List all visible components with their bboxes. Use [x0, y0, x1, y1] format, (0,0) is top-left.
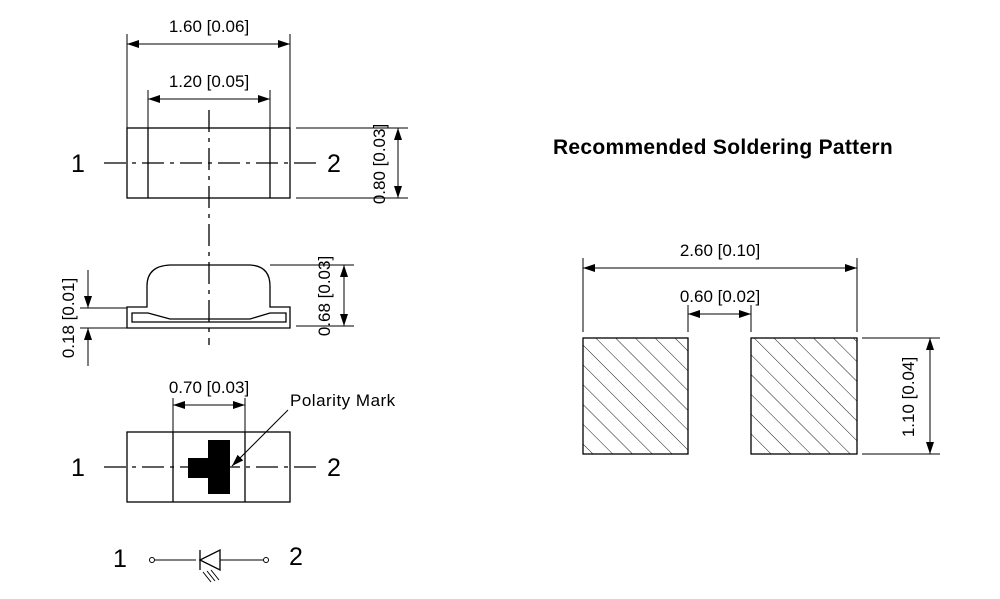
pin-1-label: 1 — [71, 454, 85, 482]
diode-schematic: 1 2 — [113, 543, 303, 583]
solder-pad-left — [582, 337, 689, 455]
dim-mark-label: 0.70 [0.03] — [169, 378, 249, 397]
pin-2-label: 2 — [289, 543, 303, 571]
polarity-mark-shape — [188, 440, 230, 494]
emission-ray — [202, 571, 212, 583]
dim-inner-label: 1.20 [0.05] — [169, 72, 249, 91]
soldering-title: Recommended Soldering Pattern — [553, 136, 893, 159]
terminal-node — [149, 557, 155, 563]
dim-total-height-label: 0.68 [0.03] — [315, 256, 334, 336]
package-body-bottom — [126, 431, 291, 503]
polarity-mark-label: Polarity Mark — [290, 391, 396, 410]
package-base — [131, 312, 287, 323]
solder-pad-right — [750, 337, 858, 455]
package-body-side — [126, 264, 291, 329]
pin-2-label: 2 — [327, 454, 341, 482]
dim-width-label: 1.60 [0.06] — [169, 17, 249, 36]
top-view: 1.60 [0.06] 1.20 [0.05] 1 2 0.80 [0.03] — [71, 17, 408, 345]
dim-pad-height-label: 1.10 [0.04] — [899, 357, 918, 437]
side-view: 0.68 [0.03] 0.18 [0.01] — [59, 256, 354, 366]
polarity-leader-line — [231, 409, 289, 467]
diode-triangle — [198, 548, 221, 572]
terminal-node — [263, 557, 269, 563]
dim-height-label: 0.80 [0.03] — [370, 124, 389, 204]
pin-1-label: 1 — [71, 150, 85, 178]
bottom-view: 0.70 [0.03] Polarity Mark 1 2 — [71, 378, 396, 503]
pin-2-label: 2 — [327, 150, 341, 178]
soldering-pattern: Recommended Soldering Pattern 2.60 [0.10… — [553, 136, 940, 455]
dim-gap-label: 0.60 [0.02] — [680, 287, 760, 306]
pin-1-label: 1 — [113, 545, 127, 573]
emission-ray — [206, 570, 216, 582]
dim-total-label: 2.60 [0.10] — [680, 241, 760, 260]
emission-ray — [210, 569, 220, 581]
dim-base-height-label: 0.18 [0.01] — [59, 278, 78, 358]
